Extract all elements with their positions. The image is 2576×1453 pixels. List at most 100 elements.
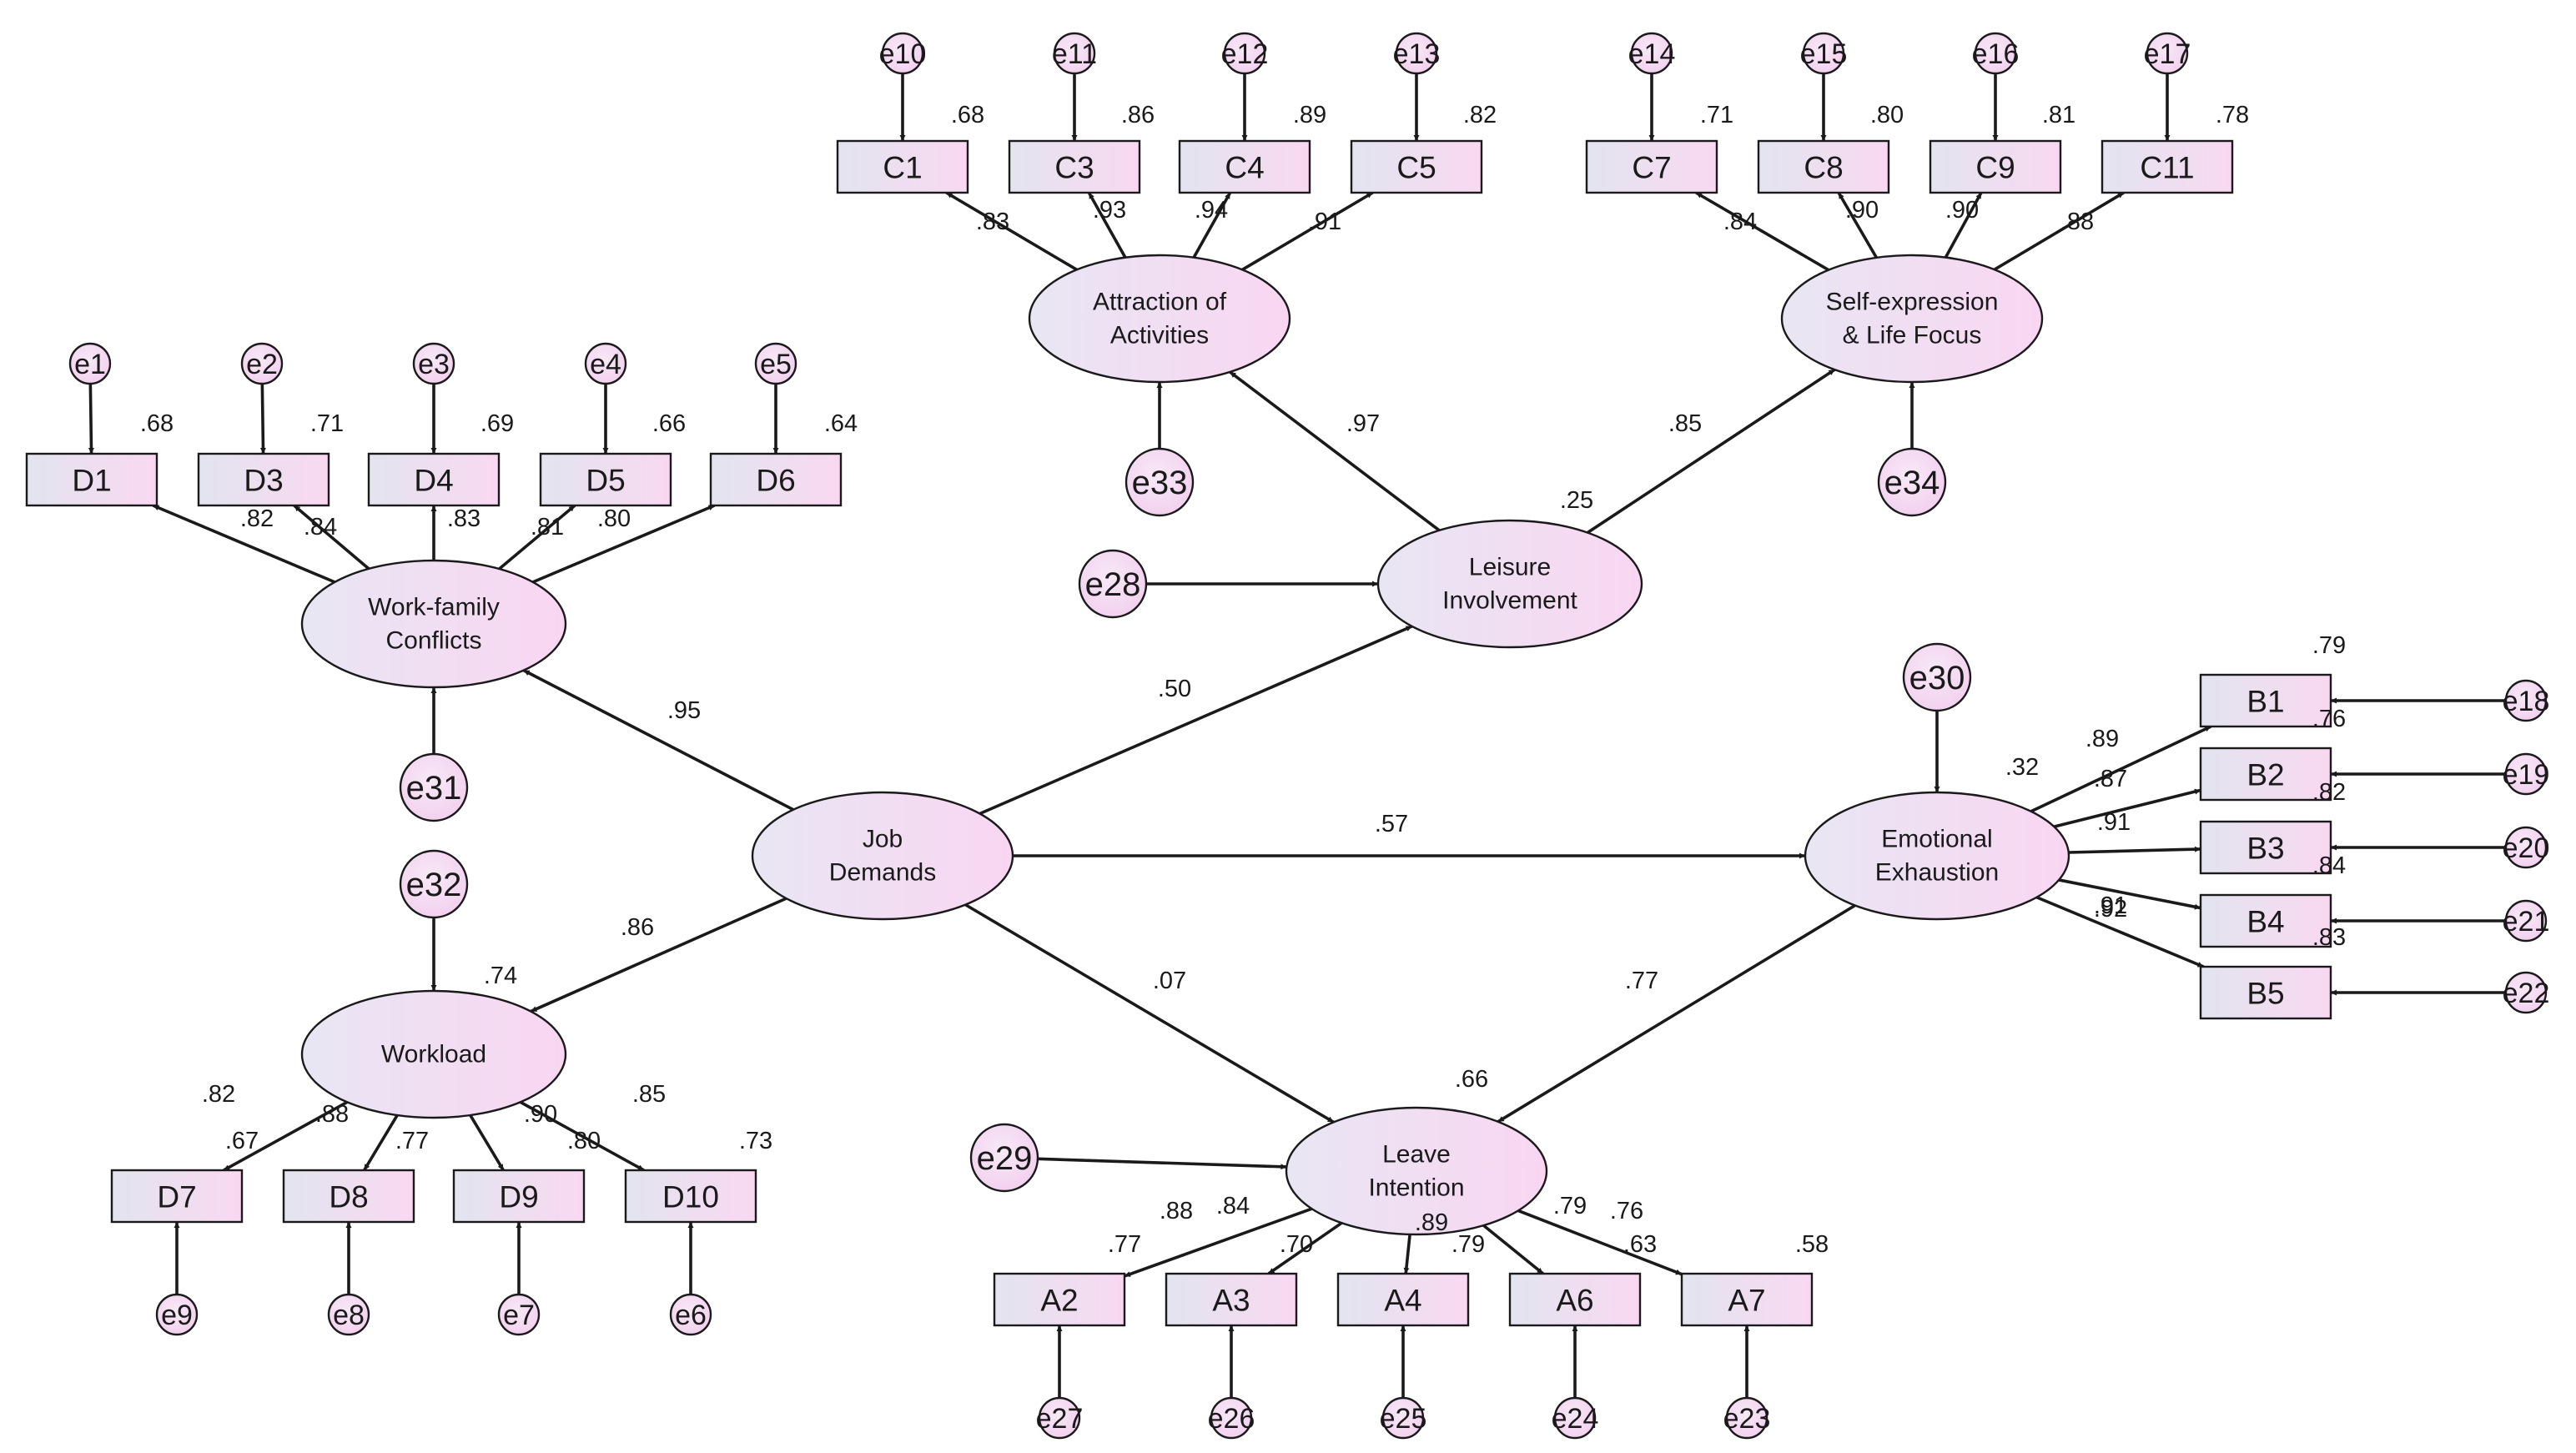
loading-path-lea-A2: [1124, 1207, 1313, 1278]
observed-label-a2: A2: [1040, 1284, 1078, 1318]
loading-coef-wfc-D4: .83: [447, 505, 480, 532]
observed-label-d10: D10: [662, 1180, 719, 1214]
loading-coef-wfc-D3: .84: [304, 514, 337, 540]
r-squared-a3: .70: [1280, 1231, 1313, 1258]
error-circle-e21: [2504, 899, 2548, 943]
observed-box-c11: [2101, 139, 2234, 194]
observed-label-d6: D6: [756, 464, 795, 498]
loading-path-emo-B5: [2035, 896, 2205, 968]
observed-box-c1: [836, 139, 969, 194]
loading-path-sel-C11: [1993, 191, 2125, 271]
r-squared-c1: .68: [951, 102, 984, 128]
loading-path-wl-D7: [223, 1100, 349, 1172]
latent-label-job: Job: [863, 826, 903, 853]
structural-path-emo-lea: [1497, 903, 1856, 1124]
error-label-e10: e10: [879, 38, 927, 70]
loading-coef-emo-B3: .91: [2097, 809, 2131, 836]
error-circle-e18: [2504, 679, 2548, 722]
observed-label-c1: C1: [883, 151, 922, 185]
observed-box-c7: [1585, 139, 1718, 194]
error-circle-e30: [1902, 642, 1972, 712]
loading-coef-act-C4: .94: [1195, 197, 1228, 224]
error-circle-e28: [1078, 549, 1148, 619]
loading-path-emo-B3: [2068, 846, 2201, 854]
observed-box-d7: [110, 1169, 244, 1224]
structural-path-job-lei: [979, 625, 1413, 816]
error-label-e6: e6: [675, 1300, 707, 1331]
error-circle-e5: [754, 342, 797, 385]
r-squared-b1: .79: [2312, 632, 2346, 659]
loading-path-act-C5: [1241, 191, 1374, 271]
observed-label-d3: D3: [244, 464, 283, 498]
r-squared-lea: .66: [1455, 1066, 1488, 1093]
error-label-e24: e24: [1552, 1403, 1599, 1435]
observed-label-c7: C7: [1632, 151, 1671, 185]
latent-ellipse-wfc: [300, 559, 567, 689]
loading-coef-wfc-D1: .82: [240, 505, 274, 532]
loading-path-sel-C9: [1944, 192, 1983, 259]
latent-label-emo: Exhaustion: [1875, 859, 1999, 887]
observed-box-b1: [2199, 673, 2332, 728]
error-circle-e3: [412, 342, 455, 385]
r-squared-c4: .89: [1293, 102, 1326, 128]
loading-path-lea-A7: [1517, 1209, 1683, 1276]
error-circle-e8: [327, 1293, 370, 1336]
error-circle-e31: [399, 752, 469, 822]
latent-label-wl: Workload: [381, 1041, 486, 1068]
r-squared-c11: .78: [2216, 102, 2249, 128]
observed-label-a3: A3: [1212, 1284, 1250, 1318]
observed-label-c11: C11: [2140, 151, 2194, 185]
loading-path-lea-A4: [1403, 1234, 1411, 1275]
observed-label-c8: C8: [1804, 151, 1843, 185]
loading-coef-emo-B2: .87: [2094, 766, 2127, 792]
structural-coef-emo-lea: .77: [1625, 968, 1658, 994]
r-squared-d8: .77: [395, 1128, 429, 1154]
latent-label-lei: Involvement: [1442, 587, 1577, 615]
loading-coef-emo-B5: .91: [2094, 892, 2127, 919]
error-path-e1: [88, 383, 94, 455]
error-circle-e29: [969, 1123, 1039, 1193]
observed-label-b1: B1: [2246, 685, 2284, 719]
error-circle-e9: [155, 1293, 199, 1336]
error-label-e30: e30: [1909, 660, 1965, 696]
r-squared-lei: .25: [1560, 487, 1593, 514]
error-label-e2: e2: [246, 349, 278, 380]
error-label-e27: e27: [1036, 1403, 1084, 1435]
r-squared-emo: .32: [2005, 754, 2039, 781]
error-circle-e14: [1630, 32, 1673, 75]
observed-label-a4: A4: [1384, 1284, 1421, 1318]
error-label-e3: e3: [418, 349, 450, 380]
observed-box-d4: [367, 452, 501, 507]
loading-path-emo-B1: [2030, 725, 2212, 813]
observed-box-a4: [1336, 1272, 1470, 1327]
observed-box-b2: [2199, 747, 2332, 802]
error-label-e23: e23: [1723, 1403, 1771, 1435]
error-circle-e2: [240, 342, 284, 385]
r-squared-a7: .58: [1795, 1231, 1829, 1258]
observed-label-a6: A6: [1556, 1284, 1593, 1318]
error-circle-e24: [1553, 1396, 1597, 1440]
r-squared-d5: .66: [652, 410, 686, 437]
structural-path-lei-act: [1229, 370, 1441, 532]
structural-coef-lei-sel: .85: [1668, 410, 1702, 437]
observed-box-d9: [452, 1169, 586, 1224]
error-path-e2: [259, 383, 266, 455]
loading-path-lea-A6: [1482, 1224, 1544, 1275]
error-label-e16: e16: [1972, 38, 2020, 70]
latent-ellipse-sel: [1780, 254, 2044, 384]
observed-box-c8: [1757, 139, 1890, 194]
loading-coef-lea-A7: .76: [1610, 1198, 1643, 1224]
error-label-e21: e21: [2503, 906, 2550, 938]
observed-label-d1: D1: [72, 464, 111, 498]
latent-label-wfc: Work-family: [368, 594, 500, 621]
error-circle-e17: [2146, 32, 2189, 75]
observed-box-a3: [1165, 1272, 1298, 1327]
error-label-e33: e33: [1132, 465, 1188, 501]
error-circle-e27: [1038, 1396, 1081, 1440]
loading-path-wfc-D6: [532, 504, 716, 584]
r-squared-c9: .81: [2042, 102, 2075, 128]
error-label-e15: e15: [1800, 38, 1848, 70]
observed-box-a6: [1508, 1272, 1642, 1327]
latent-label-lei: Leisure: [1469, 554, 1551, 581]
